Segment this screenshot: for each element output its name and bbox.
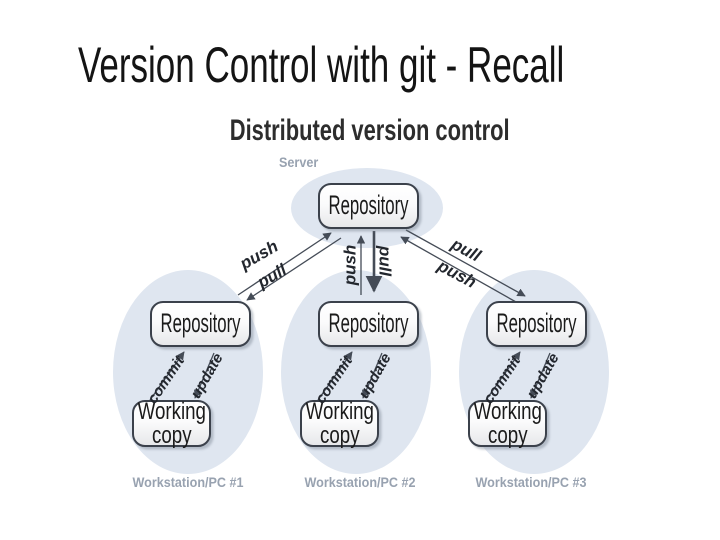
workstation-3-repository-node: Repository (486, 301, 587, 347)
slide-title: Version Control with git - Recall (78, 37, 565, 93)
push-arrow-right (400, 236, 517, 303)
repository-label: Repository (160, 308, 241, 339)
workstation-1-label: Workstation/PC #1 (132, 474, 244, 490)
update-arrow-2 (362, 352, 383, 399)
workstation-1-repository-node: Repository (150, 301, 251, 347)
diagram-heading-row: Distributed version control (10, 116, 720, 146)
workstation-1-working-copy-node: Working copy (132, 397, 211, 449)
workstation-3-working-copy-node: Working copy (468, 397, 547, 449)
diagram-heading: Distributed version control (230, 114, 510, 147)
push-arrow-left (237, 232, 332, 296)
workstation-2-repository-node: Repository (318, 301, 419, 347)
workstation-3-label: Workstation/PC #3 (475, 474, 587, 490)
pull-arrow-left (246, 237, 342, 301)
update-arrow-3 (530, 352, 551, 399)
working-copy-label: Working copy (473, 397, 542, 449)
server-zone-label: Server (279, 154, 319, 170)
workstation-2-label: Workstation/PC #2 (304, 474, 416, 490)
update-arrow-1 (194, 352, 215, 399)
commit-arrow-2 (317, 351, 353, 401)
working-copy-label: Working copy (305, 397, 374, 449)
pull-arrow-right (405, 229, 526, 297)
pull-label-center: pull (375, 245, 395, 277)
repository-label: Repository (496, 308, 577, 339)
push-label-center: push (340, 244, 360, 286)
server-repository-label: Repository (328, 190, 409, 221)
repository-label: Repository (328, 308, 409, 339)
working-copy-label: Working copy (137, 397, 206, 449)
commit-arrow-1 (149, 351, 185, 401)
workstation-2-working-copy-node: Working copy (300, 397, 379, 449)
server-repository-node: Repository (318, 183, 419, 229)
commit-arrow-3 (485, 351, 521, 401)
